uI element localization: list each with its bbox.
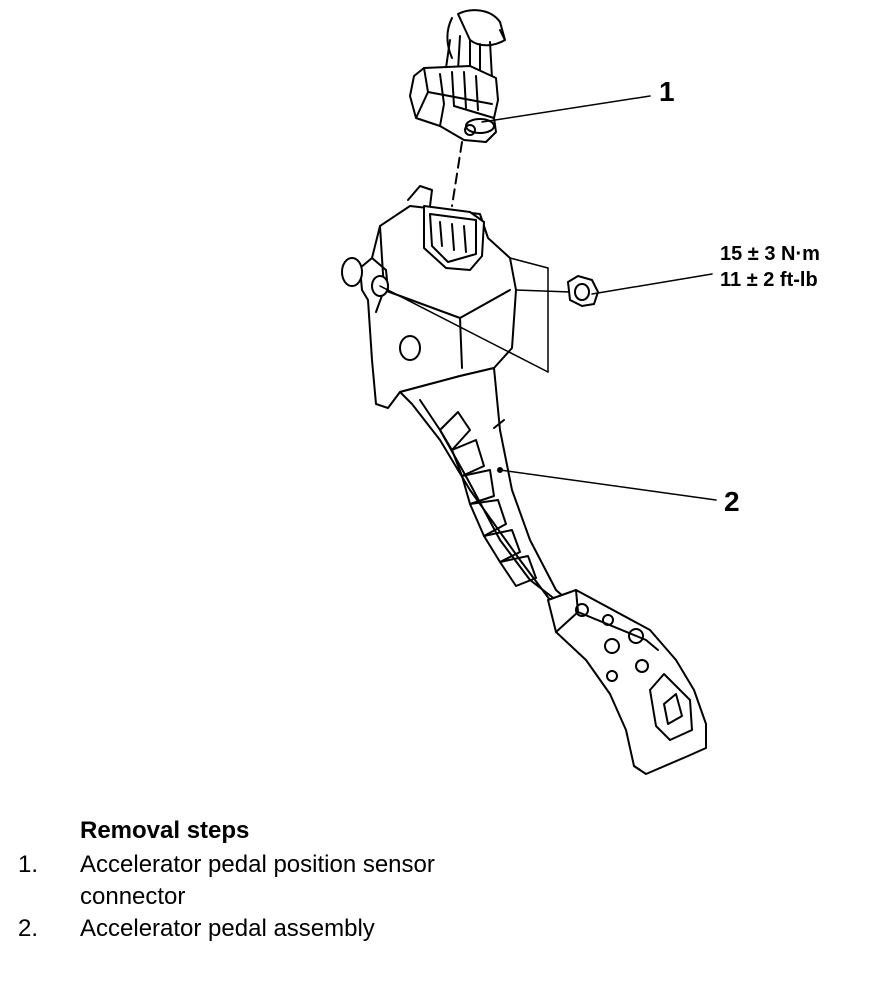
list-item: 2. Accelerator pedal assembly (0, 913, 880, 945)
mounting-outline (379, 257, 571, 373)
removal-steps-heading: Removal steps (80, 817, 250, 844)
alignment-line (451, 141, 463, 207)
torque-imperial: 11 ± 2 ft-lb (720, 269, 818, 291)
step-number: 2. (18, 915, 39, 942)
leader-line-1 (481, 95, 651, 123)
leader-line-2 (499, 469, 717, 501)
torque-metric: 15 ± 3 N·m (720, 243, 820, 265)
leader-line-torque (591, 273, 713, 295)
nut (567, 275, 599, 307)
removal-steps: Removal steps 1. Accelerator pedal posit… (0, 815, 880, 945)
step-number: 1. (18, 851, 39, 878)
leader-dot-2 (497, 467, 503, 473)
callout-label-2: 2 (724, 486, 740, 517)
torque-spec: 15 ± 3 N·m 11 ± 2 ft-lb (720, 241, 820, 293)
step-text: Accelerator pedal assembly (80, 915, 375, 942)
pedal-housing (341, 185, 517, 409)
foot-pad (547, 589, 707, 775)
accelerator-pedal-diagram (341, 9, 717, 775)
callout-label-1: 1 (659, 76, 675, 107)
sensor-connector (409, 65, 499, 143)
step-text: Accelerator pedal position sensor connec… (80, 851, 435, 910)
list-item: 1. Accelerator pedal position sensor con… (0, 849, 880, 913)
